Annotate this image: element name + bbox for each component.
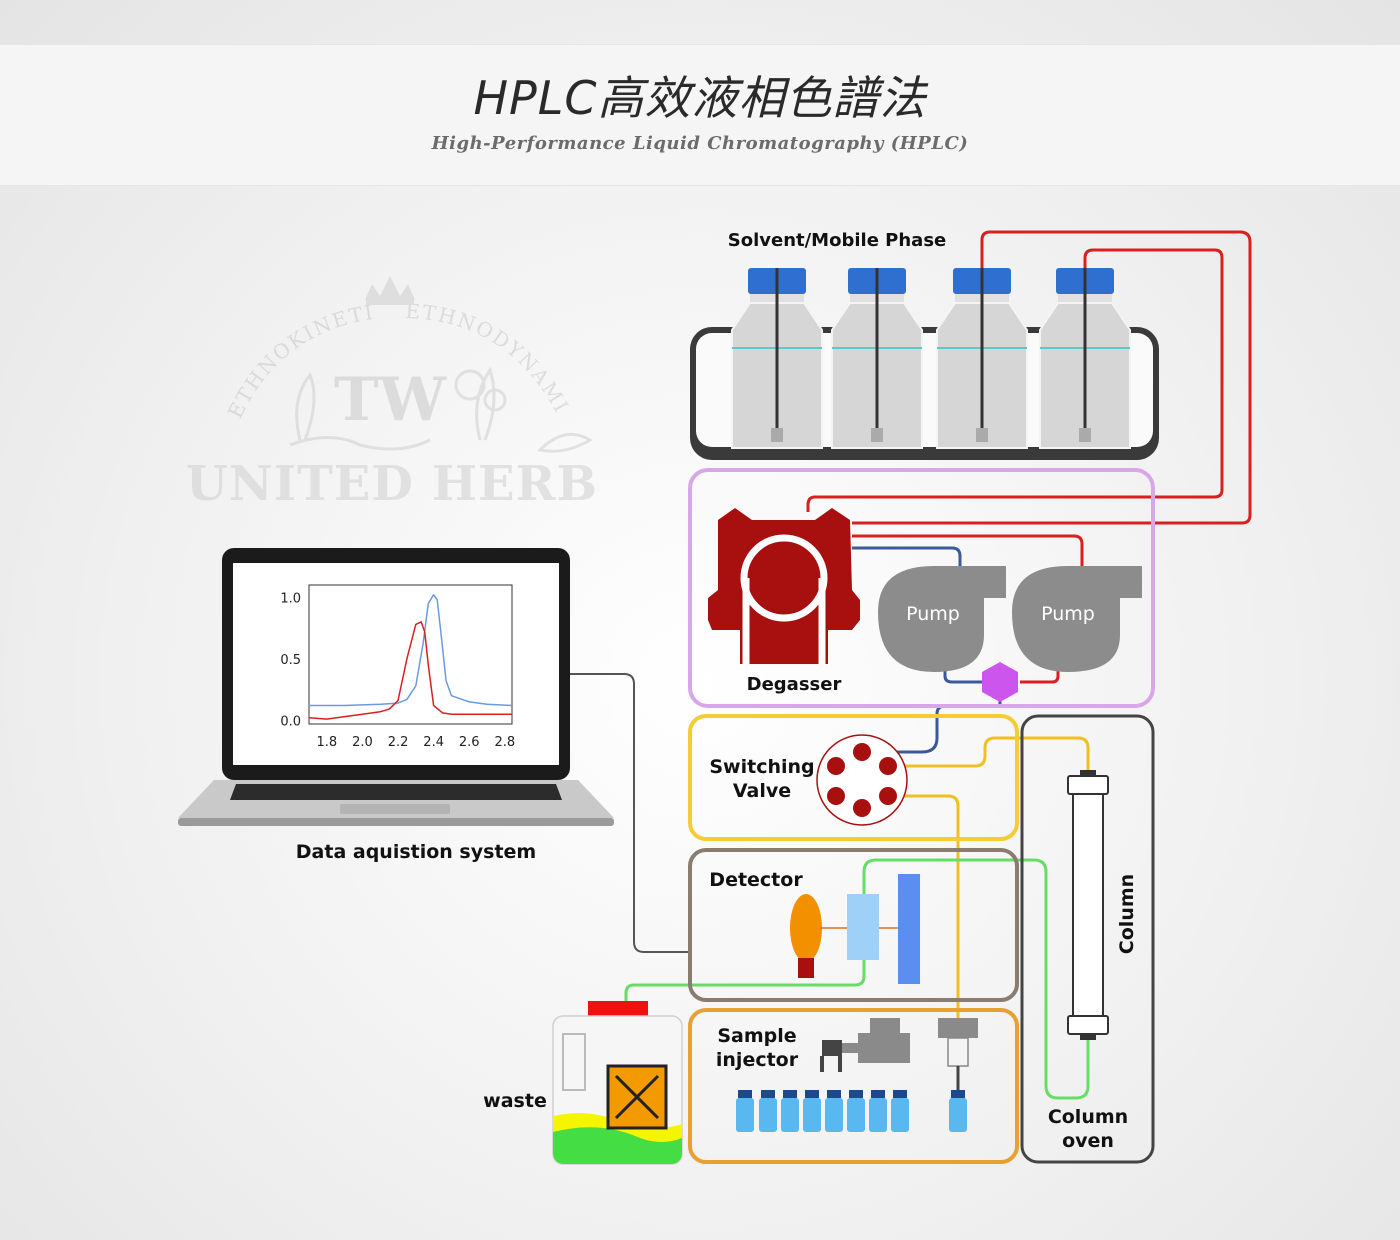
valve-to-injector-line: [888, 794, 960, 1018]
column-label: Column: [1116, 874, 1138, 954]
chart-frame: [308, 584, 513, 725]
column-oven-label-1: Column: [1048, 1106, 1128, 1128]
data-system-label: Data aquistion system: [296, 841, 536, 863]
sample-injector-label-2: injector: [716, 1049, 799, 1071]
photodetector-icon: [898, 874, 920, 984]
pump-1-icon: [878, 566, 1006, 672]
sample-vial-icon: [869, 1090, 887, 1132]
united-herb-watermark: ETHNOKINETICS ETHNODYNAMICS TW UNITED HE…: [0, 0, 598, 512]
x-tick-label: 2.6: [459, 735, 480, 750]
solvent-bottle-3: [936, 268, 1028, 449]
sample-vial-icon: [825, 1090, 843, 1132]
chart-series-line-1: [309, 594, 513, 707]
sample-vial-icon: [781, 1090, 799, 1132]
autosampler-arm-icon: [820, 1018, 910, 1072]
pump-1-label: Pump: [906, 603, 960, 625]
crown-icon: [365, 276, 415, 305]
solvent-line-red-1: [852, 230, 1252, 525]
solvent-bottle-2: [831, 268, 923, 449]
lamp-icon: [790, 894, 822, 978]
sample-vial-icon: [847, 1090, 865, 1132]
detector-module: [688, 848, 1019, 1002]
pump1-outlet-line: [943, 660, 985, 684]
solvent-bottle-4: [1039, 268, 1131, 449]
watermark-arc-left: ETHNOKINETICS: [0, 0, 376, 422]
sample-vials: [736, 1090, 967, 1132]
x-tick-label: 2.2: [388, 735, 409, 750]
sample-injector-module: [688, 1008, 1019, 1164]
sample-vial-icon: [949, 1090, 967, 1132]
waste-container-icon: [552, 1001, 683, 1165]
column-icon: [1067, 770, 1109, 1040]
page-title: HPLC高效液相色譜法: [473, 71, 927, 125]
laptop-icon: [178, 548, 614, 826]
solvent-label: Solvent/Mobile Phase: [728, 230, 947, 251]
herb-illustration-icon: [289, 366, 593, 453]
x-tick-label: 1.8: [316, 735, 337, 750]
y-tick-label: 0.5: [280, 653, 301, 668]
pump-2-icon: [1012, 566, 1142, 672]
sample-vial-icon: [803, 1090, 821, 1132]
column-to-detector-line: [862, 858, 1090, 1100]
degasser-label: Degasser: [747, 674, 842, 695]
chart-series: [308, 594, 513, 720]
switching-valve-label-2: Valve: [733, 780, 791, 802]
hazard-icon: [606, 1064, 668, 1130]
detector-to-waste-line: [624, 960, 866, 1001]
degasser-pump-module: [688, 468, 1155, 708]
injection-needle-icon: [938, 1018, 978, 1090]
page-subtitle: High-Performance Liquid Chromatography (…: [431, 133, 969, 154]
x-tick-label: 2.0: [352, 735, 373, 750]
solvent-bottle-1: [731, 268, 823, 449]
sample-vial-icon: [891, 1090, 909, 1132]
pump-2-label: Pump: [1041, 603, 1095, 625]
watermark-brand: UNITED HERB: [186, 456, 598, 512]
y-tick-label: 1.0: [280, 591, 301, 606]
chromatogram-chart: 1.8 2.0 2.2 2.4 2.6 2.8 0.0 0.5 1.0: [280, 584, 515, 750]
chart-tick-labels: 1.8 2.0 2.2 2.4 2.6 2.8 0.0 0.5 1.0: [280, 591, 515, 750]
sample-vial-icon: [759, 1090, 777, 1132]
chart-series-line-2: [308, 621, 512, 720]
sample-injector-label-1: Sample: [717, 1025, 796, 1047]
watermark-monogram: TW: [334, 365, 448, 435]
x-tick-label: 2.4: [423, 735, 444, 750]
waste-label: waste: [483, 1090, 547, 1112]
y-tick-label: 0.0: [280, 714, 301, 729]
degasser-icon: [708, 508, 860, 664]
pump2-outlet-line: [1020, 640, 1060, 684]
switching-valve-icon: [816, 734, 908, 826]
degasser-to-pump2-line: [852, 534, 1084, 575]
mixer-icon: [982, 662, 1018, 702]
sample-vial-icon: [736, 1090, 754, 1132]
data-cable: [570, 673, 690, 953]
x-tick-label: 2.8: [495, 735, 516, 750]
header-banner: [0, 44, 1400, 186]
switching-valve-module: [688, 714, 1019, 841]
switching-valve-label-1: Switching: [709, 756, 814, 778]
column-oven-module: [1020, 714, 1155, 1164]
flow-cell-icon: [847, 894, 879, 960]
detector-label: Detector: [709, 869, 803, 891]
degasser-to-pump1-line: [852, 546, 962, 575]
column-oven-label-2: oven: [1062, 1130, 1114, 1152]
solvent-line-red-2: [806, 248, 1224, 512]
valve-to-column-line: [888, 736, 1090, 776]
